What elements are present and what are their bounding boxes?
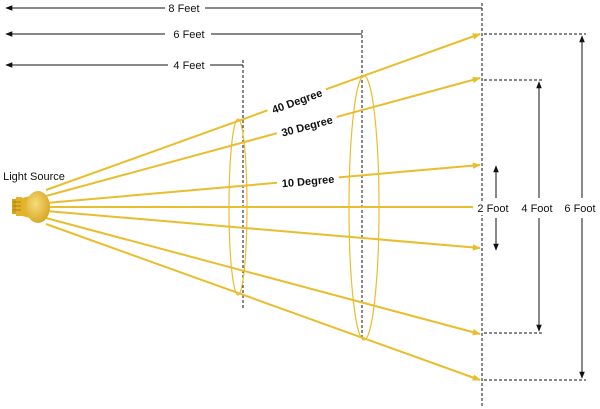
ten-degree-label: 10 Degree xyxy=(281,174,334,191)
light-bulb-icon xyxy=(12,191,50,223)
four-foot-label: 4 Foot xyxy=(521,203,552,215)
ray-10-bottom xyxy=(45,210,481,251)
distance-markers xyxy=(242,3,483,406)
six-feet-label: 6 Feet xyxy=(173,29,204,41)
forty-degree-label: 40 Degree xyxy=(271,87,325,116)
thirty-degree-label: 30 Degree xyxy=(280,114,334,139)
light-source-label: Light Source xyxy=(3,171,65,183)
two-foot-label: 2 Foot xyxy=(477,203,508,215)
ray-30-top xyxy=(45,76,481,197)
eight-feet-label: 8 Feet xyxy=(168,3,199,15)
beam-rays xyxy=(45,33,481,381)
spread-dimensions xyxy=(484,33,586,381)
angle-labels: 40 Degree 30 Degree 10 Degree xyxy=(265,82,340,192)
distance-dimensions: 8 Feet 6 Feet 4 Feet xyxy=(5,3,482,72)
four-feet-label: 4 Feet xyxy=(173,60,204,72)
ray-40-top xyxy=(45,33,481,191)
ray-30-bottom xyxy=(45,217,481,336)
spread-labels: 2 Foot 4 Foot 6 Foot xyxy=(473,201,599,215)
ray-40-bottom xyxy=(45,223,481,381)
ray-10-top xyxy=(45,162,481,204)
six-foot-label: 6 Foot xyxy=(564,203,595,215)
